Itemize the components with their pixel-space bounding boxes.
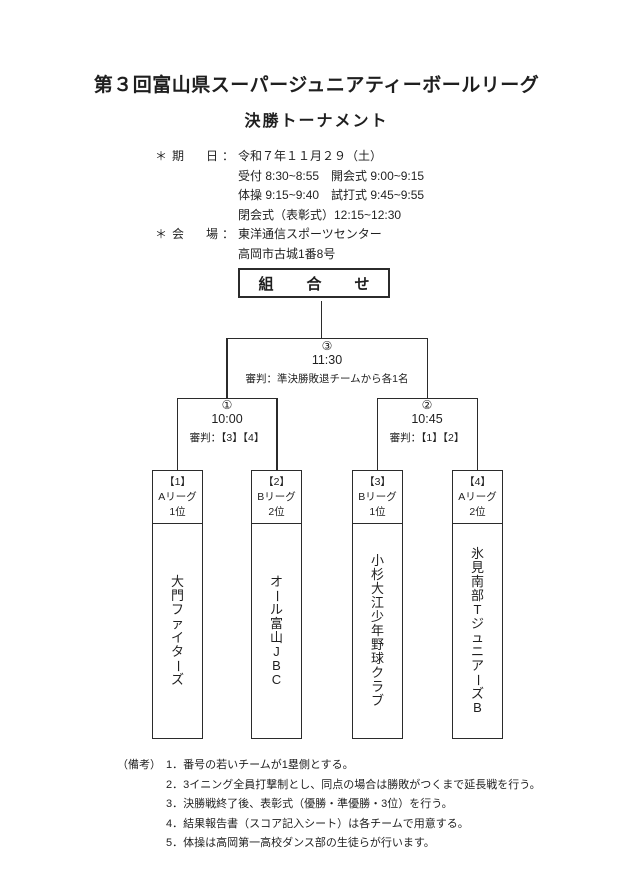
bullet-asterisk: ＊ xyxy=(155,149,168,163)
notes-section: （備考） 1．番号の若いチームが1塁側とする。 2．3イニング全員打撃制とし、同… xyxy=(117,756,541,854)
final-match-labels: ③ 11:30 審判：準決勝敗退チームから各1名 xyxy=(226,340,428,386)
date-label: 期日 xyxy=(172,147,218,167)
page-title: 第３回富山県スーパージュニアティーボールリーグ xyxy=(93,75,540,96)
notes-items: 1．番号の若いチームが1塁側とする。 2．3イニング全員打撃制とし、同点の場合は… xyxy=(166,756,541,854)
date-row: ＊ 期日 ： 令和７年１１月２９（土） 受付 8:30~8:55 開会式 9:0… xyxy=(155,147,424,225)
team-3-body: 小杉大江少年野球クラブ xyxy=(353,524,402,737)
venue-values: 東洋通信スポーツセンター 高岡市古城1番8号 xyxy=(238,225,382,264)
venue-address: 高岡市古城1番8号 xyxy=(238,246,336,261)
team-3-league: Bリーグ xyxy=(358,490,397,503)
venue-row: ＊ 会場 ： 東洋通信スポーツセンター 高岡市古城1番8号 xyxy=(155,225,424,264)
schedule-line-3: 閉会式（表彰式）12:15~12:30 xyxy=(238,207,402,222)
line-final-right-drop xyxy=(426,337,428,399)
team-2-seed: 【2】 xyxy=(263,475,290,488)
team-1-league: Aリーグ xyxy=(158,490,197,503)
team-3-seed: 【3】 xyxy=(364,475,391,488)
venue-label: 会場 xyxy=(172,225,218,245)
page-subtitle: 決勝トーナメント xyxy=(244,113,389,130)
team-4-header: 【4】 Aリーグ 2位 xyxy=(453,471,502,524)
team-3-name: 小杉大江少年野球クラブ xyxy=(370,552,384,708)
team-box-3: 【3】 Bリーグ 1位 小杉大江少年野球クラブ xyxy=(352,470,403,739)
team-3-header: 【3】 Bリーグ 1位 xyxy=(353,471,402,524)
event-info: ＊ 期日 ： 令和７年１１月２９（土） 受付 8:30~8:55 開会式 9:0… xyxy=(155,147,424,265)
line-final-left-drop xyxy=(226,337,228,399)
date-label-left: 期 xyxy=(172,149,185,163)
team-1-name: 大門ファイターズ xyxy=(170,573,186,687)
venue-name: 東洋通信スポーツセンター xyxy=(238,227,382,242)
team-2-league: Bリーグ xyxy=(257,490,296,503)
team-1-seed: 【1】 xyxy=(164,475,191,488)
venue-label-left: 会 xyxy=(172,227,185,242)
note-item-2: 2．3イニング全員打撃制とし、同点の場合は勝敗がつくまで延長戦を行う。 xyxy=(166,778,541,791)
line-team3-stub xyxy=(376,397,378,470)
line-final-horizontal xyxy=(226,337,428,339)
line-team4-stub xyxy=(476,397,478,470)
semi2-match-number: ② xyxy=(421,398,433,412)
date-colon: ： xyxy=(221,149,234,163)
team-2-rank: 2位 xyxy=(268,505,285,518)
team-box-1: 【1】 Aリーグ 1位 大門ファイターズ xyxy=(152,470,203,739)
team-4-seed: 【4】 xyxy=(464,475,491,488)
semi1-match-referee: 審判：【3】【4】 xyxy=(189,432,265,444)
note-item-4: 4．結果報告書（スコア記入シート）は各チームで用意する。 xyxy=(166,817,469,830)
semi1-match-time: 10:00 xyxy=(211,412,243,426)
final-match-number: ③ xyxy=(321,339,333,353)
team-2-header: 【2】 Bリーグ 2位 xyxy=(252,471,301,524)
team-1-rank: 1位 xyxy=(169,505,186,518)
bracket-title-box: 組 合 せ xyxy=(238,268,390,298)
line-semi2-horizontal xyxy=(376,397,478,399)
notes-label: （備考） xyxy=(117,759,161,771)
semi1-match-labels: ① 10:00 審判：【3】【4】 xyxy=(177,399,277,445)
venue-colon: ： xyxy=(221,227,234,242)
note-item-3: 3．決勝戦終了後、表彰式（優勝・準優勝・3位）を行う。 xyxy=(166,798,453,811)
team-4-rank: 2位 xyxy=(469,505,486,518)
team-1-header: 【1】 Aリーグ 1位 xyxy=(153,471,202,524)
final-match-referee: 審判：準決勝敗退チームから各1名 xyxy=(245,373,409,385)
semi2-match-labels: ② 10:45 審判：【1】【2】 xyxy=(377,399,477,445)
venue-label-right: 場 xyxy=(205,227,218,242)
schedule-line-2: 体操 9:15~9:40 試打式 9:45~9:55 xyxy=(238,188,425,203)
schedule-line-1: 受付 8:30~8:55 開会式 9:00~9:15 xyxy=(238,168,425,183)
line-team1-stub xyxy=(176,397,178,470)
team-1-body: 大門ファイターズ xyxy=(153,524,202,737)
line-box-to-final xyxy=(320,301,322,338)
line-semi1-horizontal xyxy=(176,397,278,399)
team-3-rank: 1位 xyxy=(369,505,386,518)
note-item-5: 5．体操は高岡第一高校ダンス部の生徒らが行います。 xyxy=(166,837,435,850)
bullet-asterisk: ＊ xyxy=(155,227,168,242)
date-value: 令和７年１１月２９（土） xyxy=(238,149,383,163)
date-label-right: 日 xyxy=(205,149,218,163)
line-team2-stub xyxy=(276,397,278,470)
semi2-match-time: 10:45 xyxy=(411,412,443,426)
final-match-time: 11:30 xyxy=(311,353,343,367)
team-4-league: Aリーグ xyxy=(458,490,497,503)
date-values: 令和７年１１月２９（土） 受付 8:30~8:55 開会式 9:00~9:15 … xyxy=(238,147,424,225)
semi1-match-number: ① xyxy=(221,398,233,412)
semi2-match-referee: 審判：【1】【2】 xyxy=(389,432,465,444)
note-item-1: 1．番号の若いチームが1塁側とする。 xyxy=(166,759,354,771)
